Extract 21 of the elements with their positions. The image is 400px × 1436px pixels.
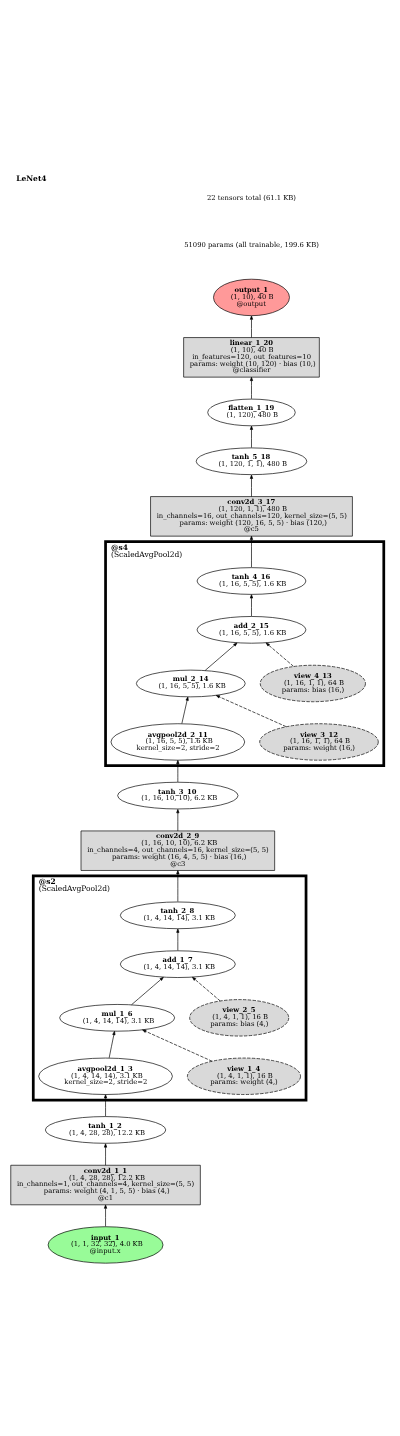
arrow — [249, 474, 253, 497]
arrow — [192, 976, 221, 1002]
arrow — [104, 1143, 108, 1166]
arrow — [176, 760, 180, 783]
arrow — [249, 425, 253, 448]
arrow — [249, 535, 253, 568]
arrow — [108, 1031, 116, 1059]
arrow — [104, 1204, 108, 1227]
arrow — [249, 315, 253, 338]
arrow — [249, 594, 253, 617]
arrow — [215, 695, 287, 727]
arrow — [176, 870, 180, 902]
arrow — [142, 1029, 213, 1062]
arrow — [176, 809, 180, 832]
arrow — [104, 1094, 108, 1117]
arrow — [265, 642, 294, 667]
arrow — [176, 928, 180, 951]
arrow — [131, 977, 164, 1006]
arrow — [249, 376, 253, 400]
arrow — [204, 642, 238, 671]
arrow — [181, 696, 189, 724]
